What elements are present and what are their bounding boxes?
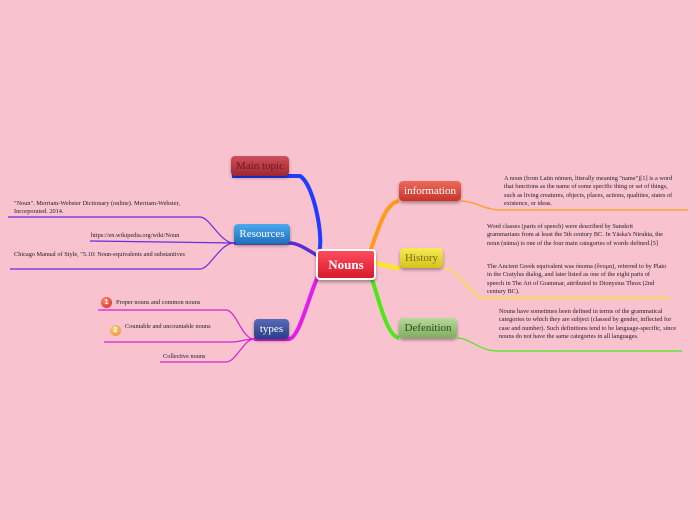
priority-1-icon: 1 (101, 297, 112, 308)
topic-resources[interactable]: Resources (234, 224, 290, 244)
topic-history[interactable]: History (400, 248, 443, 268)
information-text[interactable]: A noun (from Latin nōmen, literally mean… (504, 175, 673, 207)
defenition-text[interactable]: Nouns have sometimes been defined in ter… (499, 308, 677, 340)
type-proper-common-nouns[interactable]: Proper nouns and common nouns (116, 299, 201, 306)
central-topic-nouns[interactable]: Nouns (316, 249, 376, 280)
priority-2-icon: 2 (110, 325, 121, 336)
resource-merriam-webster[interactable]: "Noun". Merriam-Webster Dictionary (onli… (14, 200, 180, 216)
type-countable-uncountable[interactable]: Countable and uncountable nouns (125, 323, 211, 330)
history-text-greek[interactable]: The Ancient Greek equivalent was ónoma (… (487, 263, 667, 295)
type-collective-nouns[interactable]: Collective nouns (163, 353, 206, 360)
topic-defenition[interactable]: Defenition (399, 318, 457, 338)
topic-types[interactable]: types (254, 319, 289, 339)
resource-chicago-manual[interactable]: Chicago Manual of Style, "5.10: Noun-equ… (14, 251, 185, 258)
topic-main-topic[interactable]: Main topic (231, 156, 289, 176)
resource-wikipedia-link[interactable]: https://en.wikipedia.org/wiki/Noun (91, 232, 180, 239)
history-text-sanskrit[interactable]: Word classes (parts of speech) were desc… (487, 223, 663, 247)
topic-information[interactable]: information (399, 181, 461, 201)
